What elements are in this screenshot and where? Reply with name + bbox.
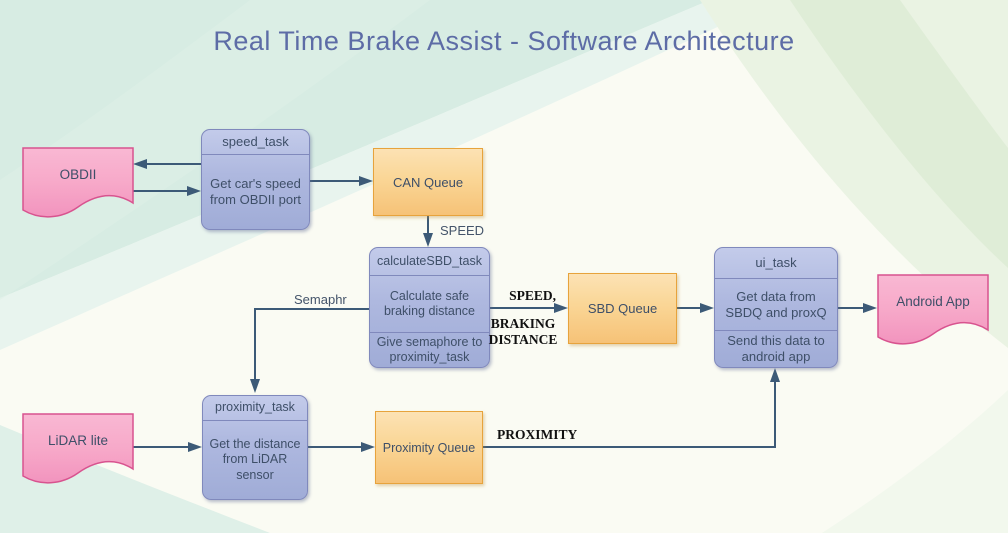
arrowhead-into-proximity-task-left — [188, 442, 202, 452]
calculatesbd-task-header: calculateSBD_task — [370, 248, 489, 276]
document-shape — [877, 274, 989, 345]
obdii-node: OBDII — [22, 147, 134, 223]
proximity-queue-label: Proximity Queue — [382, 440, 476, 455]
arrowhead-into-proximity-queue — [361, 442, 375, 452]
calculatesbd-task-note: Give semaphore to proximity_task — [370, 332, 489, 367]
document-shape — [22, 413, 134, 484]
proximity-task-header: proximity_task — [203, 396, 307, 421]
arrowhead-into-sbd-queue — [554, 303, 568, 313]
arrowhead-into-calculatesbd — [423, 233, 433, 247]
arrowhead-into-ui-task-bottom — [770, 368, 780, 382]
edge-label-semaphr: Semaphr — [294, 292, 347, 307]
speed-task-body: Get car's speed from OBDII port — [209, 176, 302, 207]
can-queue-node: CAN Queue — [373, 148, 483, 216]
proximity-task-body: Get the distance from LiDAR sensor — [209, 437, 301, 482]
edge-label-proximity: PROXIMITY — [497, 427, 578, 442]
android-app-node: Android App — [877, 274, 989, 350]
ui-task-body: Get data from SBDQ and proxQ — [725, 288, 827, 320]
arrowhead-into-speed-task — [187, 186, 201, 196]
obdii-label: OBDII — [59, 166, 97, 182]
speed-task-header: speed_task — [202, 130, 309, 155]
diagram-title: Real Time Brake Assist - Software Archit… — [213, 26, 795, 56]
edge-label-distance: DISTANCE — [488, 332, 558, 347]
arrowhead-into-obdii — [133, 159, 147, 169]
ui-task-node: ui_task Get data from SBDQ and proxQ Sen… — [714, 247, 838, 368]
edge-semaphore-to-proximity-task — [254, 308, 369, 385]
ui-task-header: ui_task — [715, 248, 837, 279]
android-app-label: Android App — [896, 293, 970, 309]
sbd-queue-node: SBD Queue — [568, 273, 677, 344]
calculatesbd-task-body: Calculate safe braking distance — [383, 288, 476, 318]
speed-task-node: speed_task Get car's speed from OBDII po… — [201, 129, 310, 230]
edge-label-braking: BRAKING — [490, 316, 556, 331]
arrowhead-into-android-app — [863, 303, 877, 313]
proximity-task-node: proximity_task Get the distance from LiD… — [202, 395, 308, 500]
edge-proximity-queue-to-ui-task — [483, 378, 776, 448]
lidar-node: LiDAR lite — [22, 413, 134, 489]
edge-label-speed: SPEED — [440, 223, 485, 238]
proximity-queue-node: Proximity Queue — [375, 411, 483, 484]
lidar-label: LiDAR lite — [47, 432, 109, 448]
can-queue-label: CAN Queue — [392, 174, 464, 190]
arrowhead-into-ui-task-left — [700, 303, 714, 313]
edge-label-speed-comma: SPEED, — [509, 288, 556, 303]
calculatesbd-task-node: calculateSBD_task Calculate safe braking… — [369, 247, 490, 368]
document-shape — [22, 147, 134, 218]
arrowhead-into-can-queue — [359, 176, 373, 186]
arrowhead-into-proximity-task-top — [250, 379, 260, 393]
sbd-queue-label: SBD Queue — [587, 301, 658, 316]
ui-task-note: Send this data to android app — [715, 330, 837, 367]
